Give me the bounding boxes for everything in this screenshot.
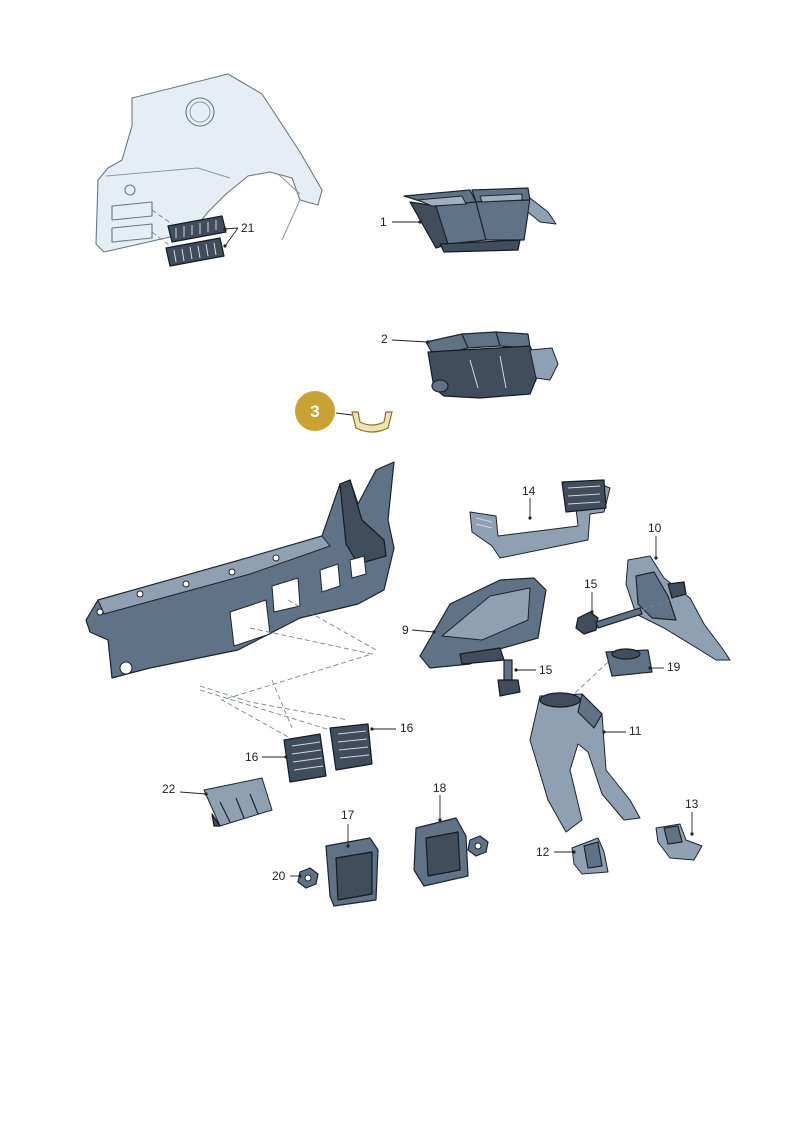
part-22-grille-cover[interactable] bbox=[203, 777, 273, 827]
part-2-triple-air-duct[interactable] bbox=[425, 331, 559, 399]
leader-22 bbox=[179, 791, 208, 796]
label-17: 17 bbox=[341, 808, 355, 822]
part-3-clip[interactable] bbox=[351, 411, 393, 433]
rear-quarter-body-panel bbox=[95, 73, 323, 253]
label-19: 19 bbox=[667, 660, 681, 674]
part-21-grille-pair[interactable] bbox=[165, 215, 227, 267]
label-15b: 15 bbox=[539, 663, 553, 677]
leader-11 bbox=[602, 730, 626, 734]
label-14: 14 bbox=[522, 484, 536, 498]
label-18: 18 bbox=[433, 781, 447, 795]
rear-cross-panel bbox=[85, 461, 395, 679]
leader-16b bbox=[370, 727, 396, 731]
part-1-twin-air-duct[interactable] bbox=[403, 187, 557, 253]
part-18-nut[interactable] bbox=[467, 835, 489, 857]
leader-9 bbox=[411, 629, 436, 634]
label-13: 13 bbox=[685, 797, 699, 811]
leader-20 bbox=[290, 874, 302, 878]
part-14-channel-duct[interactable] bbox=[469, 479, 611, 559]
leader-1 bbox=[392, 220, 422, 224]
leader-21 bbox=[223, 227, 239, 248]
part-12-duct-end[interactable] bbox=[571, 837, 609, 875]
leader-2 bbox=[391, 339, 430, 344]
part-9-air-guide[interactable] bbox=[419, 577, 547, 669]
leader-12 bbox=[554, 850, 576, 854]
label-16a: 16 bbox=[245, 750, 259, 764]
leader-17 bbox=[346, 824, 350, 848]
part-20-nut[interactable] bbox=[297, 867, 319, 889]
leader-19 bbox=[648, 666, 664, 670]
part-19-grommet[interactable] bbox=[605, 648, 653, 677]
leader-15a bbox=[590, 592, 594, 614]
part-3-highlight-badge[interactable]: 3 bbox=[295, 391, 335, 431]
part-15-screw-upper[interactable] bbox=[575, 607, 643, 635]
part-18-vent-flap[interactable] bbox=[413, 817, 469, 887]
leader-15b bbox=[514, 668, 536, 672]
label-3: 3 bbox=[310, 402, 319, 421]
part-13-duct-end[interactable] bbox=[655, 823, 703, 861]
label-11: 11 bbox=[629, 724, 642, 738]
label-10: 10 bbox=[648, 521, 662, 535]
part-10-air-guide[interactable] bbox=[625, 555, 731, 661]
leader-14 bbox=[528, 498, 532, 520]
leader-16a bbox=[262, 755, 288, 759]
label-2: 2 bbox=[381, 332, 388, 346]
part-17-vent-flap[interactable] bbox=[325, 837, 379, 907]
part-15-screw-lower[interactable] bbox=[497, 659, 521, 697]
leader-18 bbox=[438, 795, 442, 822]
label-12: 12 bbox=[536, 845, 550, 859]
part-16-vent-grille-left[interactable] bbox=[283, 733, 327, 783]
part-11-y-air-duct[interactable] bbox=[529, 692, 641, 833]
leader-10 bbox=[654, 536, 658, 560]
label-1: 1 bbox=[380, 215, 387, 229]
label-20: 20 bbox=[272, 869, 286, 883]
label-9: 9 bbox=[402, 623, 409, 637]
leader-13 bbox=[690, 812, 694, 836]
label-16b: 16 bbox=[400, 721, 414, 735]
part-16-vent-grille-right[interactable] bbox=[329, 723, 373, 771]
label-15a: 15 bbox=[584, 577, 598, 591]
label-22: 22 bbox=[162, 782, 176, 796]
label-21: 21 bbox=[241, 221, 255, 235]
